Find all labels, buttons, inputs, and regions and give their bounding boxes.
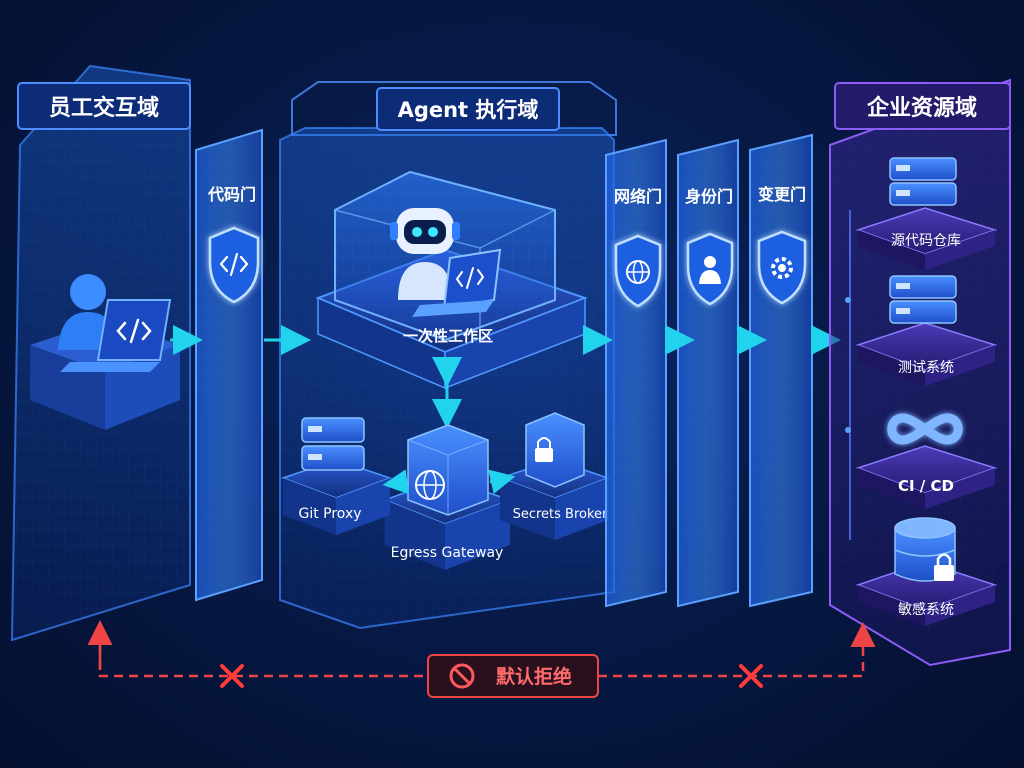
gateway-side-arrows [382, 469, 516, 495]
shield-code-icon [208, 226, 260, 304]
shield-globe-icon [614, 234, 662, 308]
server-icon [889, 157, 957, 206]
test-system-node: 测试系统 [855, 275, 998, 386]
shield-user-icon [686, 232, 734, 306]
employee-workstation [30, 274, 180, 430]
cicd-node: CI / CD [855, 413, 998, 509]
enterprise-domain: 企业资源域 源代码仓库 [829, 78, 1011, 667]
secrets-broker-node: Secrets Broker [497, 412, 611, 540]
egress-gateway-label: Egress Gateway [391, 545, 504, 561]
safe-lock-icon [525, 412, 585, 488]
secrets-broker-label: Secrets Broker [513, 507, 608, 522]
laptop-code-icon [60, 299, 172, 372]
egress-gateway-node: Egress Gateway [382, 424, 513, 570]
employee-domain-title: 员工交互域 [49, 95, 159, 121]
deny-cross-icon [739, 664, 763, 688]
agent-domain: Agent 执行域 [279, 81, 617, 630]
git-proxy-node: Git Proxy [280, 417, 393, 535]
test-system-label: 测试系统 [898, 360, 954, 376]
globe-icon [415, 470, 445, 500]
sensitive-system-label: 敏感系统 [898, 601, 954, 618]
employee-domain-title-box [17, 82, 191, 130]
cicd-label: CI / CD [898, 477, 954, 495]
workspace-node: 一次性工作区 [315, 170, 588, 390]
deny-cross-icon [220, 664, 244, 688]
workspace-label: 一次性工作区 [403, 327, 493, 345]
change-gate: 变更门 [749, 133, 813, 608]
network-gate: 网络门 [605, 138, 667, 608]
identity-gate: 身份门 [677, 138, 739, 608]
default-deny-badge [427, 654, 599, 698]
laptop-code-icon [412, 248, 502, 317]
source-repo-label: 源代码仓库 [891, 233, 961, 249]
server-icon [889, 275, 957, 324]
prohibited-icon [449, 663, 475, 689]
shield-gear-icon [757, 230, 807, 305]
code-gate: 代码门 [195, 128, 263, 602]
change-gate-label: 变更门 [758, 185, 806, 204]
infinity-icon [887, 413, 963, 445]
sensitive-system-node: 敏感系统 [855, 517, 998, 626]
source-repo-node: 源代码仓库 [855, 157, 998, 270]
default-deny-label: 默认拒绝 [496, 665, 572, 688]
code-gate-label: 代码门 [207, 185, 256, 204]
robot-icon [390, 208, 460, 300]
agent-domain-title-box [376, 87, 560, 131]
git-proxy-label: Git Proxy [298, 506, 361, 522]
network-gate-label: 网络门 [614, 187, 662, 206]
default-deny-path: 默认拒绝 [87, 620, 876, 698]
employee-domain: 员工交互域 [10, 64, 191, 642]
agent-domain-title: Agent 执行域 [398, 98, 539, 122]
enterprise-domain-title-box [834, 82, 1011, 130]
identity-gate-label: 身份门 [685, 187, 733, 206]
enterprise-domain-title: 企业资源域 [866, 95, 977, 121]
database-lock-icon [894, 517, 956, 582]
server-icon [301, 417, 365, 471]
